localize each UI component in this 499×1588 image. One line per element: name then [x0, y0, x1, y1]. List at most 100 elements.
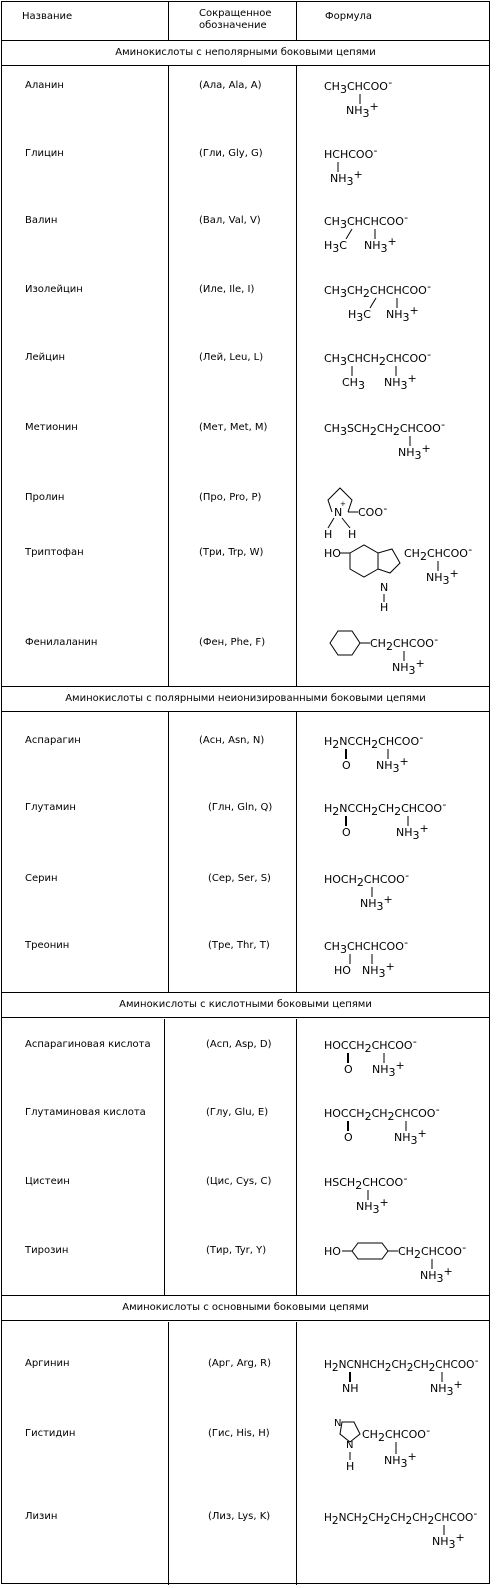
- svg-text:O: O: [342, 826, 351, 839]
- amino-acid-name: Валин: [25, 215, 58, 226]
- formula-leucine: CH3CHCH2CHCOO- CH3 NH3+: [320, 348, 490, 400]
- amino-acid-name: Треонин: [25, 940, 70, 951]
- svg-text:CH3CHCH2CHCOO-: CH3CHCH2CHCOO-: [324, 348, 431, 368]
- amino-acid-name: Гистидин: [25, 1428, 76, 1439]
- amino-acid-abbr: (Глу, Glu, E): [206, 1107, 269, 1118]
- structural-formula: H2NCCH2CH2CHCOO- O NH3+: [324, 798, 446, 842]
- column-divider: [296, 1322, 297, 1585]
- amino-acid-abbr: (Асп, Asp, D): [206, 1039, 272, 1050]
- svg-text:NH3+: NH3+: [426, 567, 459, 587]
- svg-text:N: N: [380, 581, 388, 594]
- svg-text:O: O: [342, 759, 351, 772]
- structural-formula: H2NCH2CH2CH2CH2CHCOO- NH3+: [324, 1508, 478, 1551]
- svg-text:NH3+: NH3+: [356, 1196, 389, 1216]
- amino-acid-abbr: (Лей, Leu, L): [199, 352, 264, 363]
- svg-text:HO: HO: [324, 1245, 341, 1258]
- svg-text:NH3+: NH3+: [386, 304, 419, 324]
- structural-formula: CH3SCH2CH2CHCOO- NH3+: [324, 418, 445, 462]
- svg-text:CH2CHCOO-: CH2CHCOO-: [370, 633, 438, 653]
- svg-text:NH3+: NH3+: [396, 822, 429, 842]
- structural-formula: HOCCH2CH2CHCOO- O NH3+: [324, 1103, 440, 1147]
- section-header-nonpolar: Аминокислоты с неполярными боковыми цепя…: [2, 40, 489, 66]
- svg-text:NH3+: NH3+: [420, 1265, 453, 1285]
- svg-text:NH3+: NH3+: [384, 1450, 417, 1470]
- svg-text:NH3+: NH3+: [372, 1059, 405, 1079]
- svg-text:CH2CHCOO-: CH2CHCOO-: [398, 1241, 466, 1261]
- svg-text:NH3+: NH3+: [346, 100, 379, 120]
- svg-text:H3C: H3C: [348, 308, 371, 324]
- amino-acid-abbr: (Мет, Met, M): [199, 422, 268, 433]
- formula-arginine: H2NCNHCH2CH2CH2CHCOO- NH NH3+: [320, 1355, 490, 1406]
- structural-formula: HO CH2CHCOO- NH3+ N H: [324, 543, 472, 614]
- amino-acid-abbr: (Асн, Asn, N): [199, 735, 265, 746]
- column-divider: [168, 2, 169, 40]
- column-divider: [164, 1019, 165, 1295]
- amino-acid-name: Цистеин: [25, 1176, 70, 1187]
- svg-text:N: N: [334, 506, 342, 519]
- formula-valine: CH3CHCHCOO- H3C NH3+: [320, 211, 490, 263]
- formula-lysine: H2NCH2CH2CH2CH2CHCOO- NH3+: [320, 1508, 490, 1559]
- section-header-basic: Аминокислоты с основными боковыми цепями: [2, 1295, 489, 1321]
- amino-acid-name: Лизин: [25, 1511, 58, 1522]
- svg-text:N: N: [334, 1418, 341, 1429]
- column-divider: [296, 1019, 297, 1295]
- svg-text:H2NCCH2CH2CHCOO-: H2NCCH2CH2CHCOO-: [324, 798, 446, 818]
- formula-histidine: N N CH2CHCOO- NH3+ H: [320, 1418, 490, 1492]
- structural-formula: CH3CHCHCOO- H3C NH3+: [324, 211, 408, 255]
- structural-formula: CH3CH2CHCHCOO- H3C NH3+: [324, 280, 431, 324]
- svg-text:NH3+: NH3+: [330, 168, 363, 188]
- formula-serine: HOCH2CHCOO- NH3+: [320, 869, 490, 921]
- svg-text:NH3+: NH3+: [392, 657, 425, 677]
- amino-acid-name: Аспарагин: [25, 735, 81, 746]
- column-divider: [296, 2, 297, 40]
- amino-acid-abbr: (Фен, Phe, F): [199, 637, 266, 648]
- svg-text:CH3CHCOO-: CH3CHCOO-: [324, 76, 392, 96]
- amino-acid-name: Метионин: [25, 422, 78, 433]
- formula-glutamine: H2NCCH2CH2CHCOO- O NH3+: [320, 798, 490, 850]
- svg-text:NH3+: NH3+: [432, 1531, 465, 1551]
- structural-formula: N N CH2CHCOO- NH3+ H: [334, 1418, 430, 1473]
- svg-text:HCHCOO-: HCHCOO-: [324, 144, 378, 161]
- amino-acid-abbr: (Тир, Tyr, Y): [206, 1245, 267, 1256]
- svg-text:CH3: CH3: [342, 376, 365, 392]
- svg-text:H2NCNHCH2CH2CH2CHCOO-: H2NCNHCH2CH2CH2CHCOO-: [324, 1355, 479, 1374]
- svg-text:+: +: [340, 500, 346, 508]
- structural-formula: CH3CHCOO- NH3+: [324, 76, 392, 120]
- formula-cysteine: HSCH2CHCOO- NH3+: [320, 1172, 490, 1224]
- svg-text:HOCCH2CH2CHCOO-: HOCCH2CH2CHCOO-: [324, 1103, 440, 1123]
- amino-acid-abbr: (Цис, Cys, C): [206, 1176, 272, 1187]
- svg-text:HOCH2CHCOO-: HOCH2CHCOO-: [324, 869, 409, 889]
- header-abbr: Сокращенное обозначение: [199, 8, 272, 31]
- formula-threonine: CH3CHCHCOO- HO NH3+: [320, 936, 490, 988]
- svg-text:HSCH2CHCOO-: HSCH2CHCOO-: [324, 1172, 407, 1192]
- structural-formula: HCHCOO- NH3+: [324, 144, 378, 188]
- svg-text:CH3CHCHCOO-: CH3CHCHCOO-: [324, 936, 408, 956]
- svg-text:CH2CHCOO-: CH2CHCOO-: [362, 1424, 430, 1444]
- svg-text:CH3CH2CHCHCOO-: CH3CH2CHCHCOO-: [324, 280, 431, 300]
- svg-text:NH3+: NH3+: [430, 1378, 463, 1398]
- svg-text:H: H: [346, 1460, 354, 1473]
- formula-alanine: CH3CHCOO- NH3+: [320, 76, 480, 124]
- svg-text:H: H: [324, 528, 332, 541]
- column-divider: [296, 66, 297, 686]
- amino-acid-name: Тирозин: [25, 1245, 69, 1256]
- amino-acid-abbr: (Лиз, Lys, K): [208, 1511, 271, 1522]
- amino-acid-abbr: (Вал, Val, V): [199, 215, 261, 226]
- amino-acid-name: Пролин: [25, 492, 65, 503]
- formula-asparagine: H2NCCH2CHCOO- O NH3+: [320, 731, 490, 783]
- amino-acid-name: Лейцин: [25, 352, 66, 363]
- svg-text:NH: NH: [342, 1382, 359, 1395]
- svg-text:HOCCH2CHCOO-: HOCCH2CHCOO-: [324, 1035, 417, 1055]
- svg-text:H2NCCH2CHCOO-: H2NCCH2CHCOO-: [324, 731, 423, 751]
- amino-acid-name: Аспарагиновая кислота: [25, 1039, 151, 1050]
- formula-phenylalanine: CH2CHCOO- NH3+: [320, 630, 490, 685]
- svg-text:CH3SCH2CH2CHCOO-: CH3SCH2CH2CHCOO-: [324, 418, 445, 438]
- svg-text:H: H: [380, 601, 388, 614]
- svg-text:HO: HO: [334, 964, 351, 977]
- svg-text:CH3CHCHCOO-: CH3CHCHCOO-: [324, 211, 408, 231]
- svg-text:NH3+: NH3+: [376, 755, 409, 775]
- column-divider: [168, 1322, 169, 1585]
- amino-acid-abbr: (Тре, Thr, T): [208, 940, 270, 951]
- amino-acid-name: Глутаминовая кислота: [25, 1107, 146, 1118]
